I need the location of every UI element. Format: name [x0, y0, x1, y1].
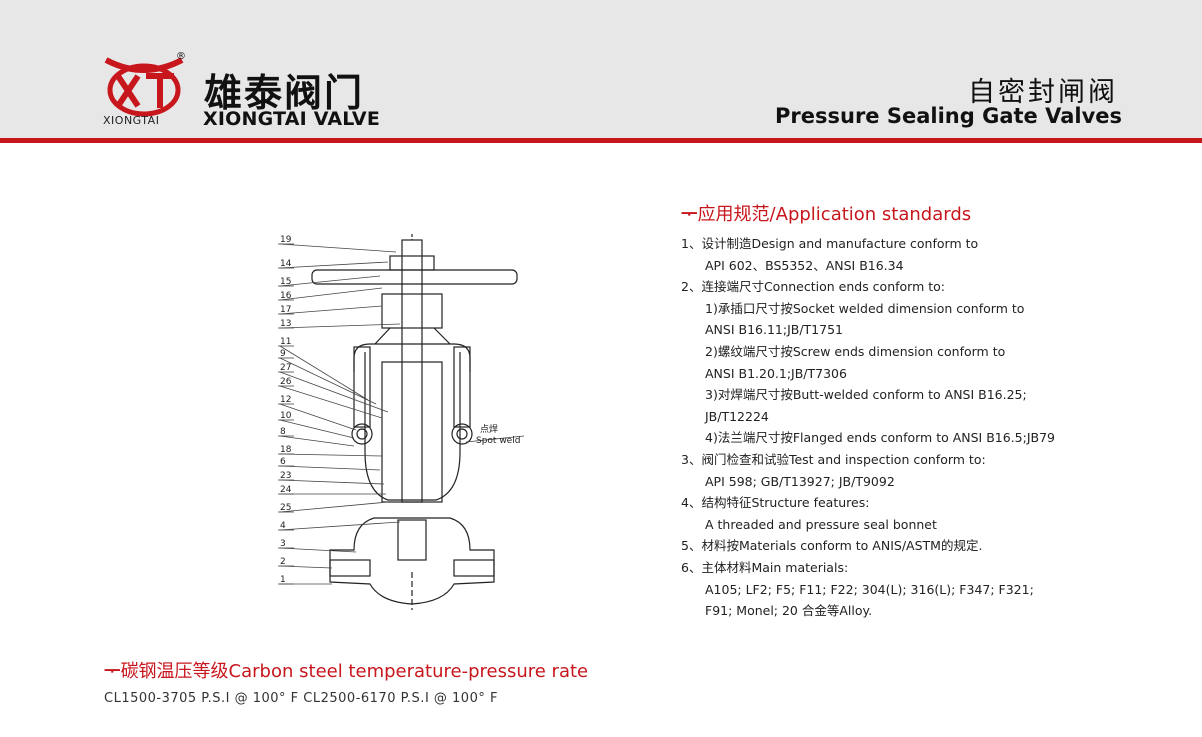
part-number-label: 10	[280, 411, 292, 421]
part-number-label: 4	[280, 521, 286, 531]
part-number-label: 13	[280, 319, 291, 329]
header-red-rule	[0, 138, 1202, 143]
page-title-en: Pressure Sealing Gate Valves	[775, 104, 1122, 128]
application-heading: ᅮ应用规范/Application standards	[681, 204, 972, 225]
part-number-label: 15	[280, 277, 291, 287]
part-number-label: 2	[280, 557, 286, 567]
valve-cross-section-drawing: 19 14 15 16 17 13 11 9 27 26 12 10 8 18 6 23 24 25 4 3 2 1 点焊…	[278, 234, 525, 610]
brand-name-cn: 雄泰阀门	[204, 71, 365, 115]
part-number-label: 3	[280, 539, 286, 549]
list-item: A threaded and pressure seal bonnet	[705, 516, 937, 532]
list-item: 4、结构特征Structure features:	[681, 495, 870, 511]
list-item: 1、设计制造Design and manufacture conform to	[681, 236, 979, 251]
rating-values: CL1500-3705 P.S.I @ 100° F CL2500-6170 P…	[104, 691, 498, 706]
brand-name-en: XIONGTAI VALVE	[203, 108, 381, 130]
part-number-label: 17	[280, 305, 291, 315]
list-item: ANSI B1.20.1;JB/T7306	[705, 365, 847, 381]
spot-weld-label-en: Spot weld	[476, 436, 520, 446]
part-number-label: 9	[280, 349, 286, 359]
list-item: 1)承插口尺寸按Socket welded dimension conform …	[705, 300, 1025, 316]
page-title-cn: 自密封闸阀	[968, 77, 1118, 108]
part-number-label: 11	[280, 337, 291, 347]
list-item: 2)螺纹端尺寸按Screw ends dimension conform to	[705, 343, 1006, 359]
xiongtai-logo-icon	[104, 57, 184, 117]
application-standards-list: 1、设计制造Design and manufacture conform to …	[681, 233, 1151, 622]
brand-logo-caption: XIONGTAI	[103, 114, 160, 127]
part-number-label: 27	[280, 363, 291, 373]
part-number-label: 25	[280, 503, 291, 513]
part-number-label: 12	[280, 395, 291, 405]
part-number-label: 26	[280, 377, 292, 387]
header-band	[0, 0, 1202, 140]
list-item: API 602、BS5352、ANSI B16.34	[705, 257, 904, 273]
list-item: F91; Monel; 20 合金等Alloy.	[705, 603, 873, 619]
registered-mark: ®	[176, 51, 186, 62]
list-item: JB/T12224	[705, 408, 769, 424]
part-number-label: 6	[280, 457, 286, 467]
part-number-label: 19	[280, 235, 292, 245]
part-number-label: 24	[280, 485, 292, 495]
list-item: 6、主体材料Main materials:	[681, 559, 849, 575]
list-item: API 598; GB/T13927; JB/T9092	[705, 473, 895, 489]
part-number-label: 16	[280, 291, 292, 301]
part-number-label: 14	[280, 259, 292, 269]
part-number-label: 1	[280, 575, 286, 585]
application-heading-text: 应用规范/Application standards	[697, 204, 972, 225]
part-number-label: 23	[280, 471, 291, 481]
list-item: ANSI B16.11;JB/T1751	[705, 322, 843, 338]
rating-heading: ᅮ碳钢温压等级Carbon steel temperature-pressure…	[104, 661, 589, 682]
spot-weld-label-cn: 点焊	[480, 423, 498, 435]
list-item: 3)对焊端尺寸按Butt-welded conform to ANSI B16.…	[705, 387, 1027, 403]
list-item: A105; LF2; F5; F11; F22; 304(L); 316(L);…	[705, 581, 1034, 597]
part-number-label: 8	[280, 427, 286, 437]
rating-heading-text: 碳钢温压等级Carbon steel temperature-pressure …	[120, 661, 589, 682]
list-item: 3、阀门检查和试验Test and inspection conform to:	[681, 451, 986, 467]
list-item: 2、连接端尺寸Connection ends conform to:	[681, 279, 946, 295]
list-item: 4)法兰端尺寸按Flanged ends conform to ANSI B16…	[705, 430, 1056, 446]
list-item: 5、材料按Materials conform to ANIS/ASTM的规定.	[681, 538, 983, 554]
part-number-label: 18	[280, 445, 292, 455]
